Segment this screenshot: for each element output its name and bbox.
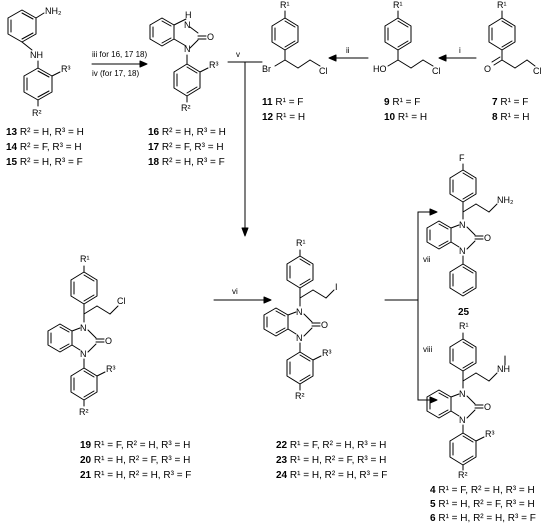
n-label: N	[184, 20, 191, 30]
r1-label: R¹	[280, 0, 290, 10]
structure-19-21: R¹ Cl N N O R³ R²	[47, 254, 126, 417]
o-label: O	[484, 64, 491, 74]
o-label: O	[207, 32, 214, 42]
svg-text:4 R¹ = F, R² = H, R³ = H: 4 R¹ = F, R² = H, R³ = H	[430, 485, 535, 496]
structure-13-15: NH₂ NH R³ R²	[7, 6, 71, 118]
svg-text:12 R¹ = H: 12 R¹ = H	[262, 112, 305, 123]
o-label: O	[484, 402, 491, 412]
f-label: F	[459, 153, 465, 163]
cl-label: Cl	[117, 296, 126, 306]
svg-text:21 R¹ = H, R² = H, R³ = F: 21 R¹ = H, R² = H, R³ = F	[80, 470, 191, 481]
n-label: N	[459, 389, 466, 399]
svg-text:19 R¹ = F, R² = H, R³ = H: 19 R¹ = F, R² = H, R³ = H	[80, 440, 190, 451]
svg-text:9 R¹ = F: 9 R¹ = F	[384, 97, 420, 108]
n-label: N	[80, 349, 87, 359]
r3-label: R³	[322, 348, 332, 358]
r1-label: R¹	[497, 0, 507, 10]
svg-text:11 R¹ = F: 11 R¹ = F	[262, 97, 303, 108]
r3-label: R³	[209, 60, 219, 70]
o-label: O	[484, 233, 491, 243]
step-vi-label: vi	[232, 287, 238, 296]
step-iii-label: iii for 16, 17 18)	[92, 50, 147, 59]
step-viii-label: viii	[423, 345, 433, 354]
structure-4-6: R¹ NH N N O R³ R²	[426, 321, 510, 480]
r2-label: R²	[32, 108, 42, 118]
svg-text:15 R² = H, R³ = F: 15 R² = H, R³ = F	[6, 157, 83, 168]
o-label: O	[321, 320, 328, 330]
n-label: N	[459, 246, 466, 256]
svg-text:20 R¹ = H, R² = F, R³ = H: 20 R¹ = H, R² = F, R³ = H	[80, 455, 190, 466]
svg-text:7 R¹ = F: 7 R¹ = F	[492, 97, 528, 108]
r1-label: R¹	[296, 238, 306, 248]
svg-text:22 R¹ = F, R² = H, R³ = H: 22 R¹ = F, R² = H, R³ = H	[276, 440, 386, 451]
step-i-label: i	[459, 46, 461, 55]
structure-25: F NH₂ N N O	[426, 153, 514, 297]
n-label: N	[459, 220, 466, 230]
svg-text:14 R² = F, R³ = H: 14 R² = F, R³ = H	[6, 142, 82, 153]
nh-label: NH	[497, 364, 510, 374]
r2-label: R²	[181, 103, 191, 113]
structure-7-8: R¹ O Cl	[484, 0, 542, 76]
n-label: N	[459, 415, 466, 425]
r3-label: R³	[106, 364, 116, 374]
svg-text:24 R¹ = H, R² = H, R³ = F: 24 R¹ = H, R² = H, R³ = F	[276, 470, 387, 481]
r3-label: R³	[485, 429, 495, 439]
svg-text:5 R¹ = H, R² = F, R³ = H: 5 R¹ = H, R² = F, R³ = H	[430, 499, 535, 510]
cl-label: Cl	[533, 66, 542, 76]
step-ii-label: ii	[346, 46, 350, 55]
step-v-label: v	[236, 50, 240, 59]
n-label: N	[80, 323, 87, 333]
ho-label: HO	[373, 64, 387, 74]
n-label: N	[296, 307, 303, 317]
structure-22-24: R¹ I N N O R³ R²	[263, 238, 338, 401]
cl-label: Cl	[432, 66, 441, 76]
n-label: N	[296, 333, 303, 343]
r2-label: R²	[295, 391, 305, 401]
r1-label: R¹	[459, 321, 469, 331]
br-label: Br	[262, 64, 271, 74]
svg-text:18 R² = H, R³ = F: 18 R² = H, R³ = F	[148, 157, 225, 168]
structure-9-10: R¹ HO Cl	[373, 0, 441, 76]
r2-label: R²	[458, 470, 468, 480]
nh-label: H	[185, 10, 192, 20]
nh2-label: NH₂	[497, 195, 514, 205]
r2-label: R²	[79, 407, 89, 417]
svg-text:16 R² = H, R³ = H: 16 R² = H, R³ = H	[148, 127, 226, 138]
svg-text:13 R² = H, R³ = H: 13 R² = H, R³ = H	[6, 127, 84, 138]
svg-text:17 R² = F, R³ = H: 17 R² = F, R³ = H	[148, 142, 224, 153]
svg-text:6 R¹ = H, R² = H, R³ = F: 6 R¹ = H, R² = H, R³ = F	[430, 513, 536, 524]
svg-text:8 R¹ = H: 8 R¹ = H	[492, 112, 530, 123]
o-label: O	[105, 336, 112, 346]
nh2-label: NH₂	[45, 6, 62, 16]
n-label: N	[184, 44, 191, 54]
i-label: I	[335, 282, 338, 292]
svg-text:10 R¹ = H: 10 R¹ = H	[384, 112, 427, 123]
step-vii-label: vii	[423, 255, 431, 264]
step-iv-label: iv (for 17, 18)	[92, 69, 139, 78]
compound-25-label: 25	[458, 307, 470, 318]
r1-label: R¹	[80, 254, 90, 264]
svg-text:23 R¹ = H, R² = F, R³ = H: 23 R¹ = H, R² = F, R³ = H	[276, 455, 386, 466]
nh-label: NH	[30, 50, 43, 60]
r3-label: R³	[61, 64, 71, 74]
structure-16-18: H N N O R³ R²	[149, 10, 219, 113]
cl-label: Cl	[319, 66, 328, 76]
r1-label: R¹	[393, 0, 403, 10]
structure-11-12: R¹ Br Cl	[262, 0, 328, 76]
